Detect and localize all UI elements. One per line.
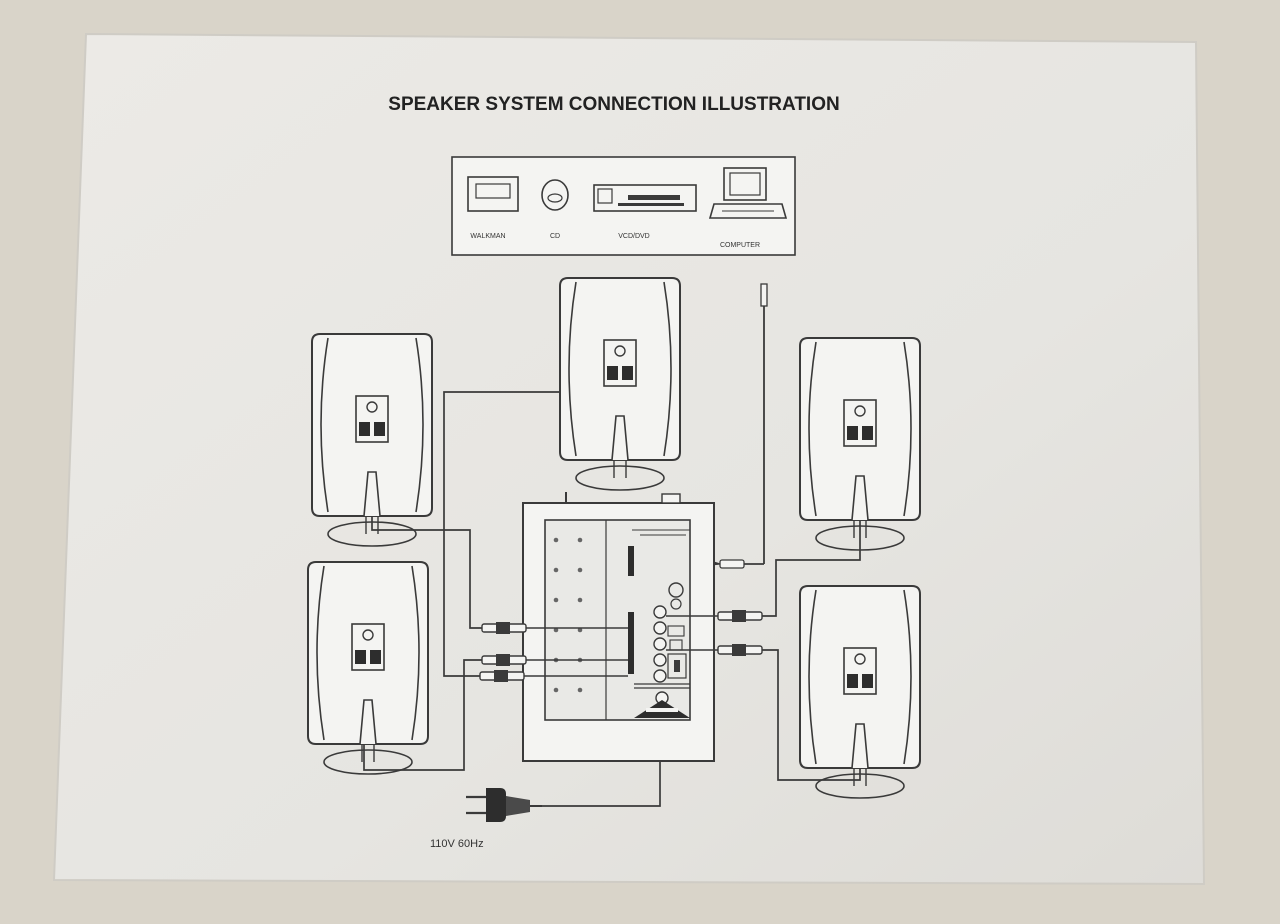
source-label-vcd-dvd: VCD/DVD: [618, 233, 650, 240]
rca-connectors: [479, 609, 763, 683]
speaker-front-right: [799, 337, 921, 551]
power-plug-icon: [466, 788, 542, 822]
audio-sources-panel: WALKMAN CD VCD/DVD COMPUTER: [451, 156, 796, 256]
power-rating-label: 110V 60Hz: [430, 838, 484, 850]
vcd-dvd-player-icon: [593, 184, 697, 212]
speaker-front-left: [311, 333, 433, 547]
subwoofer-amplifier-unit: [522, 492, 715, 762]
computer-icon: [708, 167, 788, 219]
walkman-icon: [467, 176, 519, 212]
diagram-title: SPEAKER SYSTEM CONNECTION ILLUSTRATION: [388, 94, 839, 115]
source-label-cd: CD: [550, 233, 560, 240]
source-label-computer: COMPUTER: [720, 242, 760, 249]
speaker-center: [559, 277, 681, 491]
speaker-rear-right: [799, 585, 921, 799]
source-label-walkman: WALKMAN: [470, 233, 505, 240]
cd-player-icon: [541, 179, 569, 211]
speaker-rear-left: [307, 561, 429, 775]
